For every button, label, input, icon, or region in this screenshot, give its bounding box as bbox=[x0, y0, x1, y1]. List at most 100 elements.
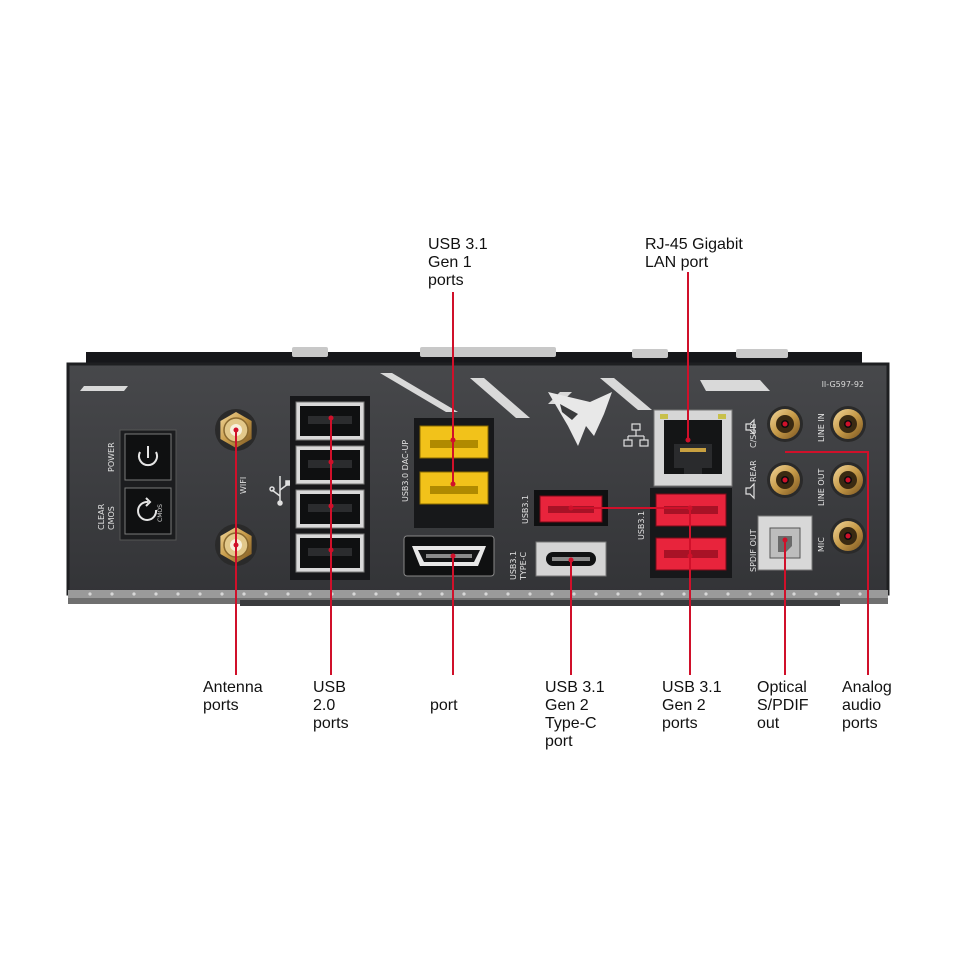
rail-rivet bbox=[726, 592, 730, 596]
clear-cmos-button[interactable]: CMOS bbox=[124, 487, 172, 535]
usb31-typec-label: USB3.1TYPE-C bbox=[509, 551, 528, 581]
rail-rivet bbox=[814, 592, 818, 596]
rail-rivet bbox=[374, 592, 378, 596]
rail-rivet bbox=[176, 592, 180, 596]
usb-dac-label: USB3.0 DAC-UP bbox=[401, 440, 410, 502]
rail-rivet bbox=[198, 592, 202, 596]
leader-dot bbox=[687, 553, 693, 559]
speaker-icon bbox=[745, 418, 755, 500]
callout-line: S/PDIF bbox=[757, 697, 809, 714]
callout-line: Antenna bbox=[203, 679, 263, 696]
rail-rivet bbox=[528, 592, 532, 596]
callout-hdmi: port bbox=[430, 697, 458, 715]
rail-rivet bbox=[286, 592, 290, 596]
line-out-label: LINE OUT bbox=[817, 468, 826, 506]
callout-line: Gen 2 bbox=[662, 697, 706, 714]
rail-rivet bbox=[220, 592, 224, 596]
callout-line: audio bbox=[842, 697, 882, 714]
rail-rivet bbox=[440, 592, 444, 596]
callout-line: Type-C bbox=[545, 715, 597, 732]
leader-dot bbox=[782, 537, 788, 543]
rail-rivet bbox=[682, 592, 686, 596]
callout-line: ports bbox=[428, 272, 464, 289]
model-number: II-G597-92 bbox=[822, 380, 864, 389]
clear-cmos-label: CLEARCMOS bbox=[97, 503, 116, 530]
leader-dot bbox=[328, 459, 334, 465]
line-in-label: LINE IN bbox=[817, 413, 826, 442]
rail-rivet bbox=[616, 592, 620, 596]
rj45-lan-port[interactable] bbox=[653, 409, 733, 487]
leader-dot bbox=[845, 477, 851, 483]
leader-dot bbox=[568, 557, 574, 563]
antenna-ports: WIFI bbox=[215, 409, 257, 566]
usb20-ports bbox=[290, 396, 370, 580]
aorus-eagle-logo-icon bbox=[548, 392, 612, 446]
leader-dot bbox=[685, 437, 691, 443]
hdmi-port[interactable] bbox=[403, 535, 495, 577]
leader-line bbox=[785, 451, 869, 675]
power-icon bbox=[138, 446, 158, 467]
rail-rivet bbox=[242, 592, 246, 596]
c-sub-label: C/SUB bbox=[749, 423, 758, 448]
rail-rivet bbox=[660, 592, 664, 596]
callout-line: USB 3.1 bbox=[662, 679, 722, 696]
callout-line: USB 3.1 bbox=[545, 679, 605, 696]
usb31-gen2-right-group: USB3.1 bbox=[637, 488, 732, 578]
rail-rivet bbox=[484, 592, 488, 596]
rear-label: REAR bbox=[749, 460, 758, 482]
panel-label-line: CMOS bbox=[107, 506, 116, 530]
callout-line: Gen 1 bbox=[428, 254, 472, 271]
callout-line: USB 3.1 bbox=[428, 236, 488, 253]
callout-line: ports bbox=[313, 715, 349, 732]
rail-rivet bbox=[308, 592, 312, 596]
leader-dot bbox=[233, 542, 239, 548]
callout-line: LAN port bbox=[645, 254, 709, 271]
power-label: POWER bbox=[107, 442, 116, 472]
wifi-label: WIFI bbox=[239, 477, 248, 494]
callout-line: Gen 2 bbox=[545, 697, 589, 714]
callout-line: Analog bbox=[842, 679, 892, 696]
usb31-gen1-ports: USB3.0 DAC-UP bbox=[401, 418, 494, 528]
rail-rivet bbox=[264, 592, 268, 596]
leader-dot bbox=[233, 427, 239, 433]
callout-line: Optical bbox=[757, 679, 807, 696]
usb31-right-label: USB3.1 bbox=[637, 511, 646, 540]
mic-label: MIC bbox=[817, 537, 826, 552]
leader-dot bbox=[328, 503, 334, 509]
callout-line: 2.0 bbox=[313, 697, 336, 714]
rail-rivet bbox=[110, 592, 114, 596]
rail-rivet bbox=[550, 592, 554, 596]
rail-rivet bbox=[418, 592, 422, 596]
cmos-button-label: CMOS bbox=[157, 504, 164, 522]
rail-rivet bbox=[506, 592, 510, 596]
leader-dot bbox=[568, 505, 574, 511]
leader-dot bbox=[450, 553, 456, 559]
rail-rivet bbox=[154, 592, 158, 596]
callout-line: ports bbox=[842, 715, 878, 732]
leader-dot bbox=[687, 505, 693, 511]
callout-line: out bbox=[757, 715, 780, 732]
rail-rivet bbox=[572, 592, 576, 596]
callout-line: port bbox=[430, 697, 458, 714]
rail-rivet bbox=[704, 592, 708, 596]
rail-rivet bbox=[594, 592, 598, 596]
button-block: CMOS POWER CLEARCMOS bbox=[97, 429, 177, 541]
leader-dot bbox=[845, 533, 851, 539]
rail-rivet bbox=[638, 592, 642, 596]
leader-dot bbox=[782, 477, 788, 483]
rail-rivet bbox=[396, 592, 400, 596]
usb31-upper-label: USB3.1 bbox=[521, 495, 530, 524]
panel-label-line: TYPE-C bbox=[519, 551, 528, 581]
panel-label-line: USB3.1 bbox=[509, 551, 518, 580]
power-button[interactable] bbox=[124, 433, 172, 481]
reset-icon bbox=[137, 497, 158, 521]
